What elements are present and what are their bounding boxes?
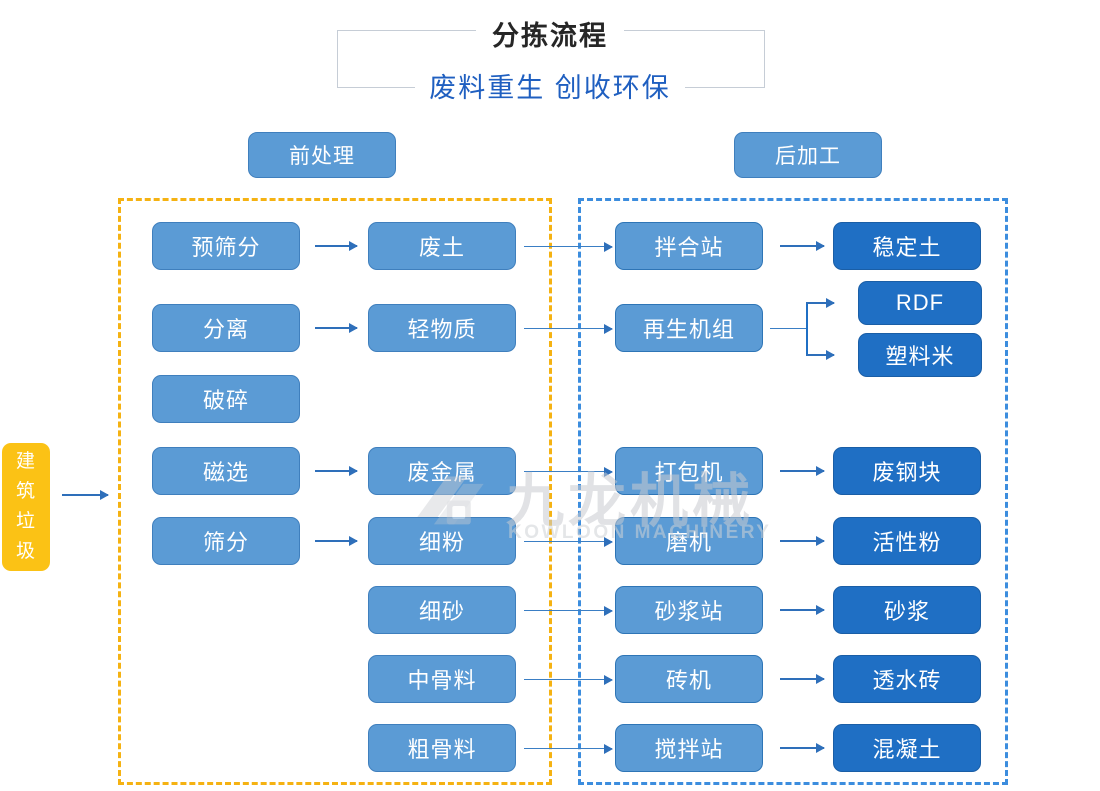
arrow-process3-material2 <box>315 470 357 472</box>
arrow-material3-equipment3 <box>524 541 612 542</box>
arrow-material4-equipment4 <box>524 610 612 611</box>
arrow-material6-equipment6 <box>524 748 612 749</box>
arrow-equipment6-product7 <box>780 747 824 749</box>
arrow-process0-material0 <box>315 245 357 247</box>
arrow-material5-equipment5 <box>524 679 612 680</box>
region-pre-processing <box>118 198 552 785</box>
node-product-1[interactable]: RDF <box>858 281 982 325</box>
branch-stem-recycling-unit <box>770 328 807 329</box>
node-process-4[interactable]: 筛分 <box>152 517 300 565</box>
node-product-5[interactable]: 砂浆 <box>833 586 981 634</box>
node-material-3[interactable]: 细粉 <box>368 517 516 565</box>
node-equipment-5[interactable]: 砖机 <box>615 655 763 703</box>
arrow-equipment5-product6 <box>780 678 824 680</box>
node-material-2[interactable]: 废金属 <box>368 447 516 495</box>
node-equipment-2[interactable]: 打包机 <box>615 447 763 495</box>
section-label-post-processing[interactable]: 后加工 <box>734 132 882 178</box>
node-process-3[interactable]: 磁选 <box>152 447 300 495</box>
arrow-material1-equipment1 <box>524 328 612 329</box>
arrow-equipment3-product4 <box>780 540 824 542</box>
page-subtitle-text: 废料重生 创收环保 <box>415 73 685 103</box>
node-material-6[interactable]: 粗骨料 <box>368 724 516 772</box>
node-process-2[interactable]: 破碎 <box>152 375 300 423</box>
arrow-material0-equipment0 <box>524 246 612 247</box>
node-product-0[interactable]: 稳定土 <box>833 222 981 270</box>
node-equipment-0[interactable]: 拌合站 <box>615 222 763 270</box>
page-title-text: 分拣流程 <box>476 21 624 51</box>
node-material-1[interactable]: 轻物质 <box>368 304 516 352</box>
node-product-4[interactable]: 活性粉 <box>833 517 981 565</box>
node-product-2[interactable]: 塑料米 <box>858 333 982 377</box>
section-label-pre-processing[interactable]: 前处理 <box>248 132 396 178</box>
arrow-source-to-pre <box>62 494 108 496</box>
arrow-branch-to-plastic <box>806 354 834 356</box>
node-equipment-4[interactable]: 砂浆站 <box>615 586 763 634</box>
arrow-equipment2-product3 <box>780 470 824 472</box>
arrow-material2-equipment2 <box>524 471 612 472</box>
node-equipment-1[interactable]: 再生机组 <box>615 304 763 352</box>
page-subtitle: 废料重生 创收环保 <box>0 66 1100 105</box>
arrow-equipment0-product0 <box>780 245 824 247</box>
node-equipment-6[interactable]: 搅拌站 <box>615 724 763 772</box>
branch-vertical-recycling-unit <box>806 303 808 355</box>
node-product-3[interactable]: 废钢块 <box>833 447 981 495</box>
region-post-processing <box>578 198 1008 785</box>
arrow-process1-material1 <box>315 327 357 329</box>
node-product-7[interactable]: 混凝土 <box>833 724 981 772</box>
arrow-equipment4-product5 <box>780 609 824 611</box>
arrow-process4-material3 <box>315 540 357 542</box>
node-material-5[interactable]: 中骨料 <box>368 655 516 703</box>
node-equipment-3[interactable]: 磨机 <box>615 517 763 565</box>
node-process-1[interactable]: 分离 <box>152 304 300 352</box>
node-product-6[interactable]: 透水砖 <box>833 655 981 703</box>
arrow-branch-to-rdf <box>806 302 834 304</box>
node-material-0[interactable]: 废土 <box>368 222 516 270</box>
node-material-4[interactable]: 细砂 <box>368 586 516 634</box>
source-construction-waste[interactable]: 建筑垃圾 <box>2 443 50 571</box>
source-label: 建筑垃圾 <box>15 451 36 562</box>
node-process-0[interactable]: 预筛分 <box>152 222 300 270</box>
page-title: 分拣流程 <box>0 14 1100 53</box>
